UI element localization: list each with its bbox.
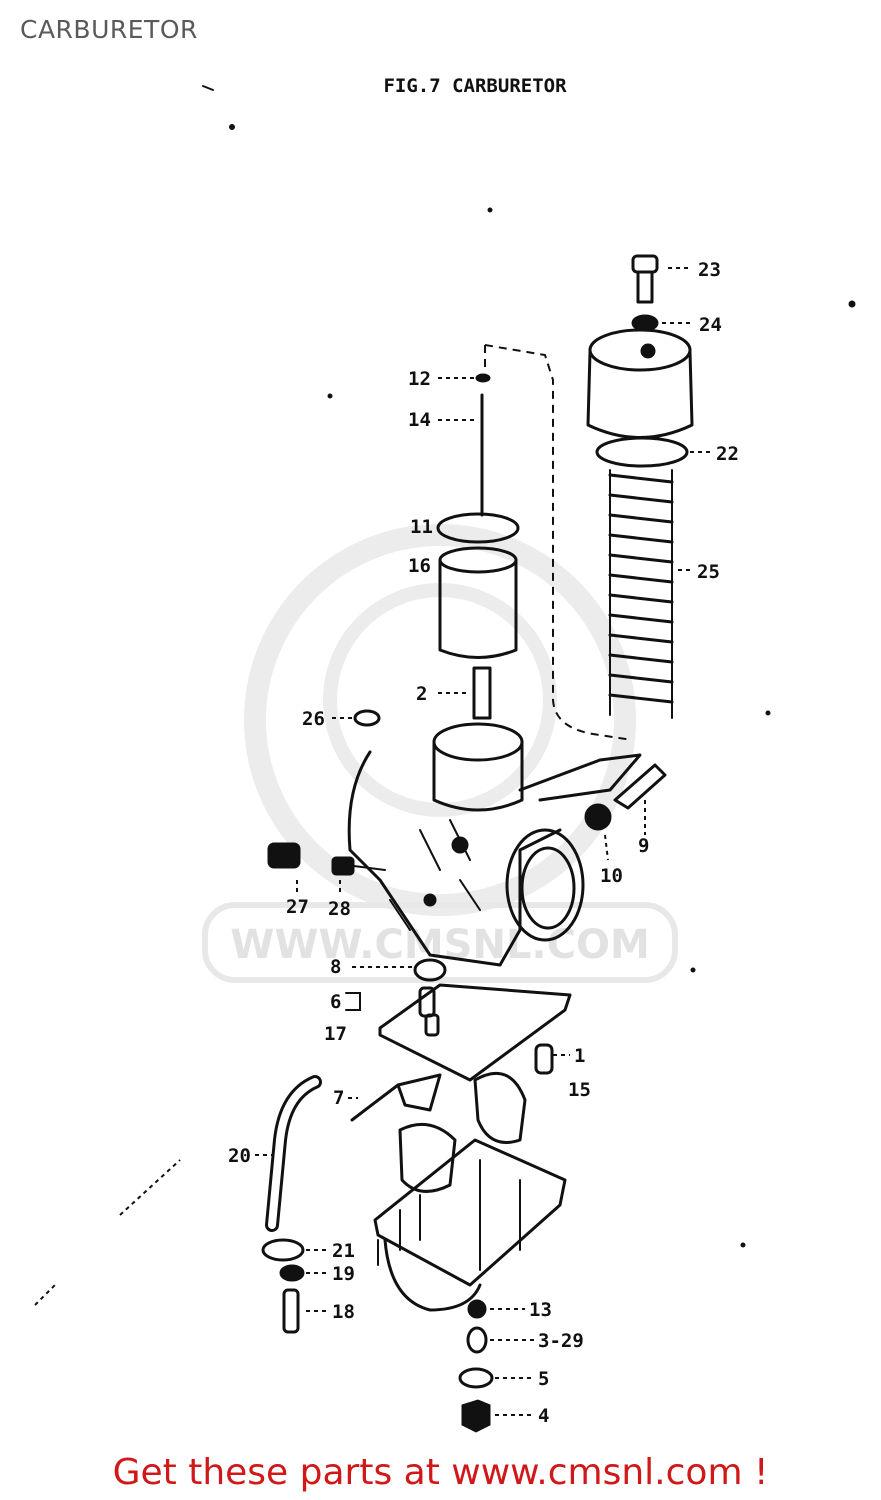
part-oring-26 — [332, 709, 381, 727]
callout-15: 15 — [568, 1079, 591, 1101]
footer-link-text[interactable]: Get these parts at www.cmsnl.com ! — [112, 1452, 769, 1493]
part-jet-1 — [534, 1043, 570, 1075]
part-plug-4 — [461, 1399, 534, 1433]
part-screw-23 — [631, 254, 690, 304]
watermark-text: WWW.CMSNL.COM — [230, 922, 650, 968]
callout-16: 16 — [408, 555, 431, 577]
part-gasket-22 — [595, 436, 712, 468]
callout-2: 2 — [416, 683, 427, 705]
part-carburetor-body — [347, 722, 642, 967]
callout-8: 8 — [330, 956, 341, 978]
part-float-bowl — [373, 1138, 567, 1312]
figure-caption: FIG.7 CARBURETOR — [383, 75, 567, 97]
part-screw-18 — [282, 1288, 328, 1334]
callout-1: 1 — [574, 1045, 585, 1067]
part-jet-3-29 — [466, 1326, 534, 1354]
part-lever-9 — [613, 763, 667, 835]
part-spring-28 — [331, 856, 386, 895]
part-tube-20 — [255, 1075, 322, 1232]
callout-5: 5 — [538, 1368, 549, 1390]
callout-23: 23 — [698, 259, 721, 281]
part-cap-10 — [584, 803, 612, 861]
part-jets-6-17 — [345, 986, 440, 1037]
callout-20: 20 — [228, 1145, 251, 1167]
part-top-cap — [586, 328, 694, 439]
callout-10: 10 — [600, 865, 623, 887]
callout-24: 24 — [699, 314, 722, 336]
callout-6: 6 — [330, 991, 341, 1013]
callout-22: 22 — [716, 443, 739, 465]
callout-3-29: 3-29 — [538, 1330, 584, 1352]
callout-7: 7 — [333, 1087, 344, 1109]
callout-21: 21 — [332, 1240, 355, 1262]
part-pin-7 — [348, 1073, 442, 1122]
callout-28: 28 — [328, 898, 351, 920]
page-title: CARBURETOR — [20, 15, 198, 44]
callout-27: 27 — [286, 896, 309, 918]
part-washer-13 — [467, 1299, 525, 1319]
callout-17: 17 — [324, 1023, 347, 1045]
part-float-gasket — [378, 983, 572, 1082]
callout-9: 9 — [638, 835, 649, 857]
callout-labels: 23 24 22 25 12 14 11 16 2 26 9 10 27 28 … — [228, 259, 739, 1427]
callout-26: 26 — [302, 708, 325, 730]
part-washer-19 — [279, 1264, 328, 1282]
callout-13: 13 — [529, 1299, 552, 1321]
callout-18: 18 — [332, 1301, 355, 1323]
part-clamp-21 — [261, 1238, 328, 1262]
callout-12: 12 — [408, 368, 431, 390]
callout-19: 19 — [332, 1263, 355, 1285]
part-gasket-5 — [458, 1367, 534, 1389]
scan-specks — [34, 85, 856, 1306]
callout-14: 14 — [408, 409, 431, 431]
part-gasket-8 — [352, 958, 447, 982]
callout-4: 4 — [538, 1405, 549, 1427]
part-throttle-valve-16 — [436, 512, 520, 659]
part-jet-2 — [438, 666, 492, 720]
part-spring-25 — [608, 469, 692, 719]
part-screw-27 — [267, 842, 301, 895]
part-float — [398, 1071, 527, 1193]
callout-25: 25 — [697, 561, 720, 583]
part-needle-12-14 — [438, 373, 491, 517]
assembly-guide-line — [484, 344, 633, 741]
callout-11: 11 — [410, 516, 433, 538]
